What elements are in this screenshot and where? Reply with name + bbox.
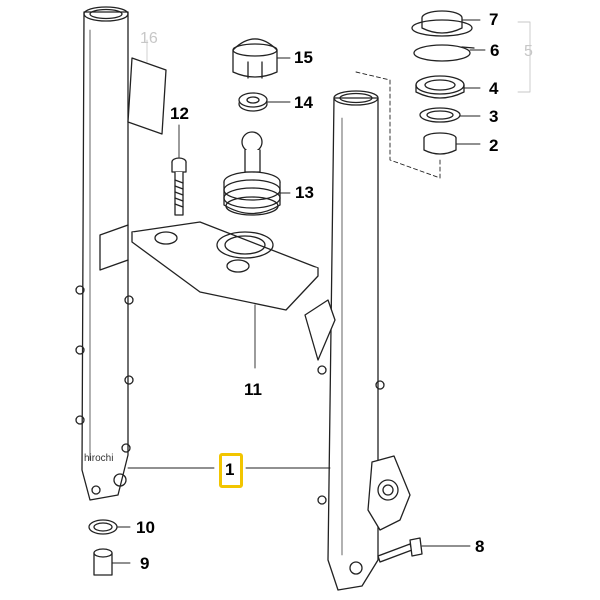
- callout-13: 13: [295, 183, 314, 202]
- part-12-bolt: [171, 124, 187, 216]
- part-8-bolt: [377, 537, 471, 563]
- callout-12: 12: [170, 104, 189, 123]
- callout-16: 16: [140, 30, 158, 47]
- callout-9: 9: [140, 554, 150, 573]
- part-16-sticker: [127, 39, 167, 135]
- part-3-seal: [419, 107, 461, 123]
- part-15-cap-nut: [232, 38, 278, 79]
- assembly-dashed-bracket: [355, 21, 531, 179]
- part-10-washer: [88, 519, 131, 535]
- watermark-text: hirochi: [84, 453, 114, 464]
- callout-1: 1: [225, 460, 235, 479]
- callout-15: 15: [294, 48, 313, 67]
- part-2-sleeve: [423, 132, 457, 155]
- part-7-cap: [411, 10, 473, 37]
- part-9-screw: [93, 548, 131, 576]
- callout-2: 2: [489, 136, 499, 155]
- left-fork-brace: [99, 224, 129, 271]
- highlight-box: [219, 453, 243, 488]
- callout-14: 14: [294, 93, 313, 112]
- right-fork-tube: [304, 90, 385, 591]
- callout-7: 7: [489, 10, 499, 29]
- part-13-ball-joint: [223, 131, 281, 216]
- part-4-bearing: [415, 75, 465, 99]
- callout-8: 8: [475, 537, 485, 556]
- callout-11: 11: [244, 380, 262, 399]
- left-fork-tube: [75, 6, 134, 501]
- part-6-circlip: [413, 44, 475, 62]
- callout-3: 3: [489, 107, 499, 126]
- leader-lines: [127, 19, 486, 469]
- callout-5: 5: [524, 43, 533, 60]
- callout-6: 6: [490, 41, 500, 60]
- part-14-nut: [238, 92, 268, 112]
- brake-caliper-mount: [367, 455, 411, 531]
- callout-4: 4: [489, 79, 499, 98]
- part-11-fork-bridge: [131, 221, 319, 369]
- callout-10: 10: [136, 518, 155, 537]
